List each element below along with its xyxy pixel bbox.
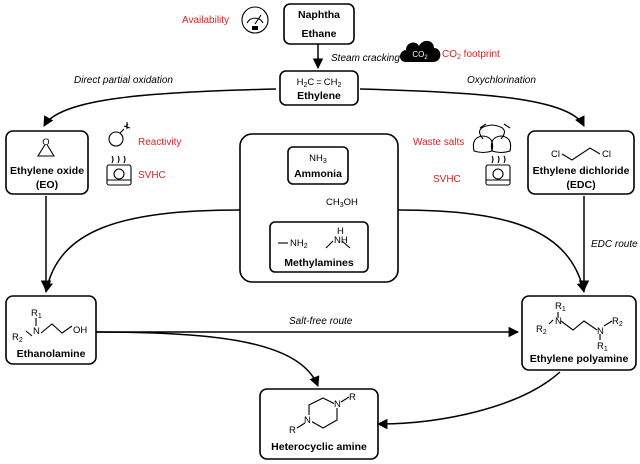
eo-abbr: (EO) [36, 179, 58, 191]
ethanolamine-oh: OH [73, 325, 87, 336]
co2-cloud-label: CO2 [412, 50, 428, 61]
ethanolamine-box [5, 295, 97, 365]
waste-bags-icon [472, 123, 512, 154]
polyamine-r2-right: R2 [612, 316, 623, 328]
edc-cl-left: Cl [551, 149, 560, 160]
arrow-direct-oxidation [43, 88, 277, 127]
feedstock-naphtha: Naphtha [298, 9, 340, 21]
edc-abbr: (EDC) [566, 179, 595, 191]
arrow-ammonia-left [42, 209, 241, 294]
concern-reactivity: Reactivity [138, 137, 181, 148]
arrow-oxychlorination [359, 88, 585, 127]
epoxide-structure: O [37, 137, 55, 157]
eo-name: Ethylene oxide [10, 165, 84, 177]
gauge-icon [241, 6, 269, 34]
methylamine-structures: NH2 NH H [278, 226, 351, 250]
route-direct-oxidation: Direct partial oxidation [74, 75, 173, 86]
polyamine-box [521, 295, 637, 371]
heterocyclic-r-bottom: R [289, 425, 296, 436]
svg-text:O: O [42, 137, 49, 148]
piperazine-structure: N N R R [289, 392, 356, 436]
explosion-bomb-icon [108, 122, 131, 147]
route-steam-cracking: Steam cracking [331, 53, 400, 64]
concern-co2: CO2 footprint [442, 49, 500, 61]
concern-availability: Availability [182, 15, 229, 26]
route-salt-free: Salt-free route [289, 316, 353, 327]
polyamine-structure: R1 N R2 N R2 R1 [536, 301, 623, 353]
arrow-polyamine-to-heterocyclic [376, 371, 561, 430]
ethylene-name: Ethylene [297, 90, 341, 102]
arrow-ammonia-right [397, 209, 588, 294]
polyamine-name: Ethylene polyamine [530, 353, 629, 365]
heterocyclic-box [259, 388, 379, 460]
edc-box [527, 130, 635, 195]
polyamine-n-left: N [555, 316, 562, 327]
ethanolamine-n: N [33, 326, 40, 337]
nh3-formula: NH3 [309, 153, 327, 165]
route-edc: EDC route [591, 239, 638, 250]
ethanolamine-name: Ethanolamine [17, 348, 86, 360]
edc-cl-right: Cl [602, 149, 611, 160]
polyamine-r1-bottom: R1 [597, 341, 608, 353]
h-label: H [337, 226, 344, 237]
concern-svhc-right: SVHC [433, 174, 461, 185]
ethanolamine-r2: R2 [12, 332, 23, 344]
ammonia-name: Ammonia [294, 168, 342, 180]
heterocyclic-n-bottom: N [304, 415, 311, 426]
concern-waste-salts: Waste salts [413, 137, 464, 148]
toxic-hazard-icon [106, 155, 132, 186]
nh-label: NH [334, 235, 348, 246]
ammonia-box [287, 146, 349, 185]
eo-box [5, 130, 89, 195]
methylamines-name: Methylamines [284, 257, 354, 269]
ethylene-box [279, 70, 359, 106]
heterocyclic-n-top: N [334, 399, 341, 410]
route-oxychlorination: Oxychlorination [467, 75, 536, 86]
polyamine-n-right: N [597, 326, 604, 337]
polyamine-r2-left: R2 [536, 324, 547, 336]
arrows [40, 44, 590, 430]
toxic-hazard-icon [485, 155, 511, 186]
edc-structure: Cl Cl [551, 147, 611, 161]
arrow-ethanolamine-to-heterocyclic [95, 331, 320, 387]
ethanolamine-structure: R1 N R2 OH [12, 308, 87, 344]
heterocyclic-name: Heterocyclic amine [271, 441, 367, 453]
polyamine-r1-top: R1 [555, 301, 566, 313]
methanol-reagent: CH3OH [326, 197, 358, 209]
co2-cloud-icon: CO2 [400, 40, 441, 62]
feedstock-ethane: Ethane [301, 28, 336, 40]
edc-name: Ethylene dichloride [533, 165, 630, 177]
nh2-label: NH2 [290, 238, 308, 250]
methylamines-box [269, 221, 369, 273]
ethanolamine-r1: R1 [31, 308, 42, 320]
ethylene-formula: H2C=CH2 [297, 77, 342, 89]
heterocyclic-r-top: R [349, 392, 356, 403]
feedstock-box [283, 3, 355, 45]
concern-svhc-left: SVHC [138, 170, 166, 181]
